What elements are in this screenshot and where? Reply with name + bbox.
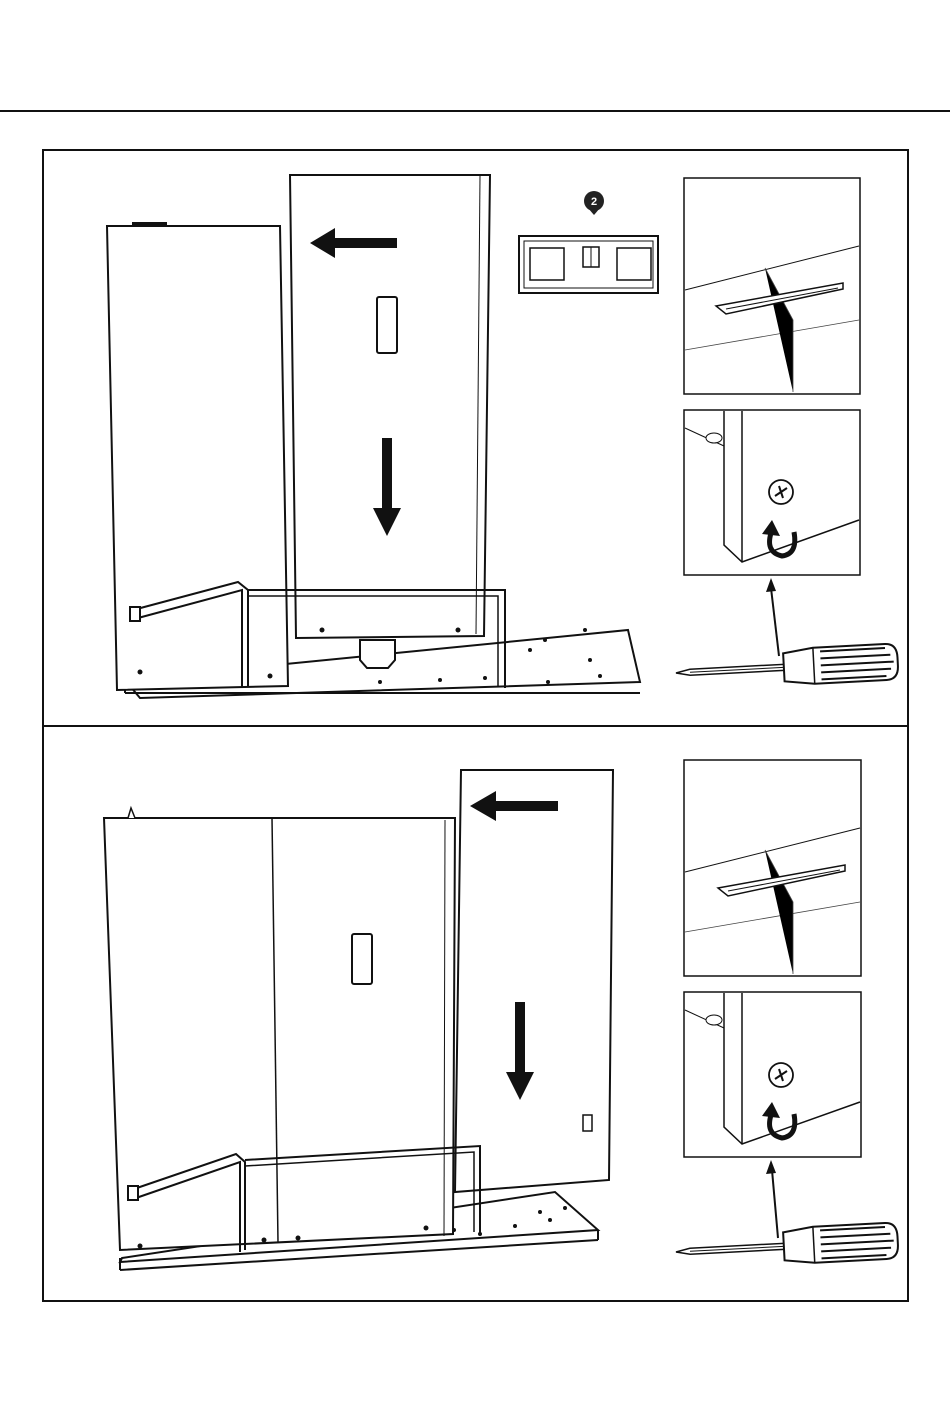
screwdriver-icon [675, 1222, 899, 1270]
screw-head-icon [769, 480, 793, 504]
top-panel-illustration: 2 [107, 175, 899, 698]
door-handle-slot [377, 297, 397, 353]
step-marker-badge: 2 [584, 191, 604, 215]
screw-detail-box [684, 410, 860, 575]
screw-head-icon [769, 1063, 793, 1087]
slot-detail-box [684, 760, 861, 976]
bottom-panel-illustration [104, 760, 899, 1270]
screwdriver-icon [675, 643, 899, 691]
cabinet-body [104, 818, 455, 1250]
door-handle-slot [352, 934, 372, 984]
slot-detail-box [684, 178, 860, 394]
step-marker-number: 2 [591, 196, 597, 208]
screw-detail-box [684, 992, 861, 1157]
part-inset [519, 236, 658, 293]
